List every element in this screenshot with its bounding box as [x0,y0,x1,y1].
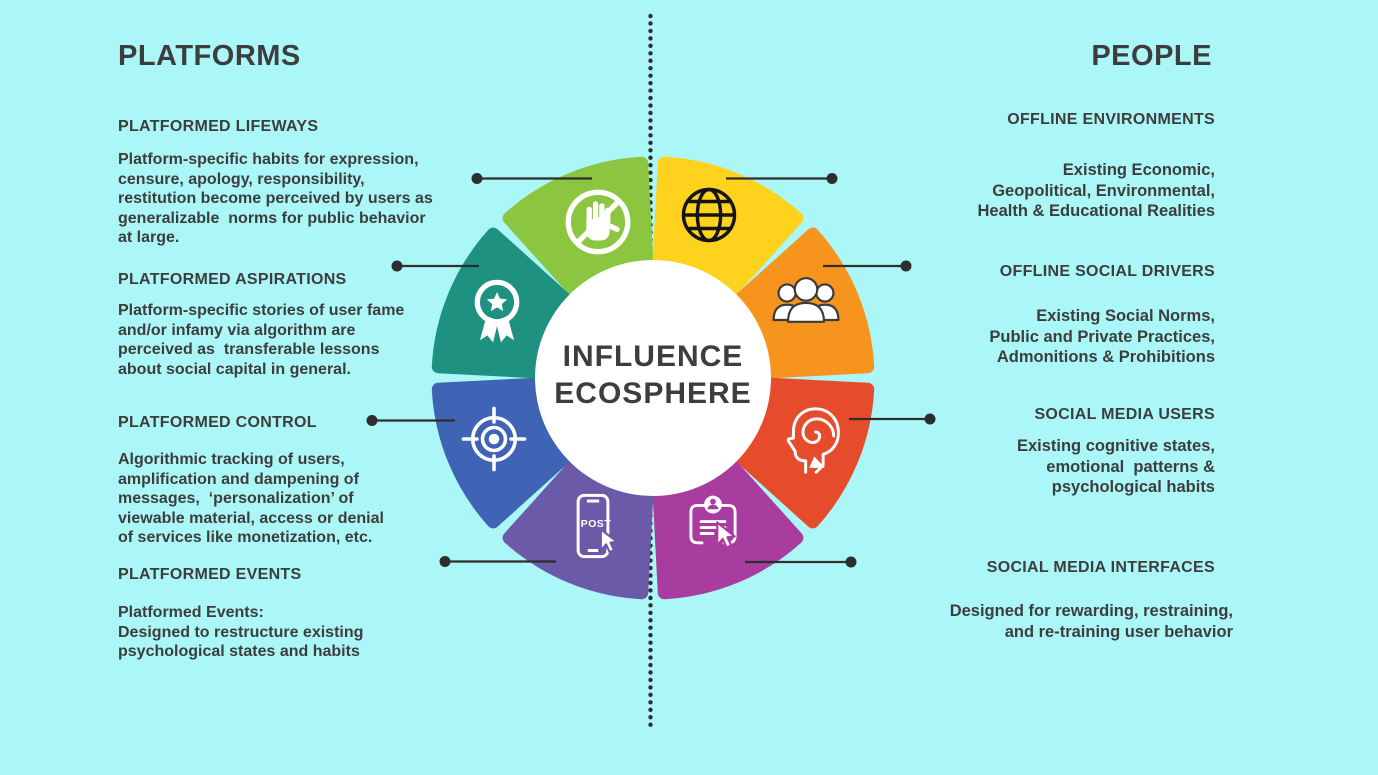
section-heading: PLATFORMED ASPIRATIONS [118,271,347,288]
section-social-media-interfaces: SOCIAL MEDIA INTERFACES Designed for rew… [950,559,1233,642]
connector-dot [471,173,483,185]
section-platformed-events: PLATFORMED EVENTS Platformed Events: Des… [118,566,363,662]
center-title-line1: INFLUENCE [562,340,744,373]
section-body: Platform-specific stories of user fame a… [118,302,405,378]
section-offline-social-drivers: OFFLINE SOCIAL DRIVERS Existing Social N… [989,263,1215,368]
award-ribbon-icon [474,279,520,343]
center-title: INFLUENCE ECOSPHERE [493,338,813,412]
people-title: PEOPLE [1091,40,1212,72]
connector-dot [366,415,378,427]
center-circle [535,260,771,496]
connector-dot [826,173,838,185]
section-body: Platformed Events: Designed to restructu… [118,604,364,660]
cursor-arrow [599,528,619,554]
center-title-line2: ECOSPHERE [554,377,752,410]
head-spiral-icon [786,407,840,474]
section-body: Existing cognitive states, emotional pat… [1016,437,1215,496]
section-heading: PLATFORMED CONTROL [118,414,317,431]
globe-icon [681,187,737,243]
section-body: Designed for rewarding, restraining, and… [949,602,1233,641]
section-heading: OFFLINE ENVIRONMENTS [1007,111,1215,128]
connector-dot [439,555,451,567]
section-platformed-lifeways: PLATFORMED LIFEWAYS Platform-specific ha… [118,118,433,248]
section-body: Existing Economic, Geopolitical, Environ… [977,161,1215,220]
section-heading: PLATFORMED EVENTS [118,566,302,583]
section-platformed-control: PLATFORMED CONTROL Algorithmic tracking … [118,414,384,548]
section-body: Algorithmic tracking of users, amplifica… [118,451,384,546]
avatar [707,498,719,510]
section-heading: OFFLINE SOCIAL DRIVERS [999,263,1215,280]
section-social-media-users: SOCIAL MEDIA USERS Existing cognitive st… [1017,406,1215,498]
no-hand-icon [565,189,631,255]
connector-dot [845,556,857,568]
phone-post-cursor-icon: POST [576,493,619,559]
section-body: Existing Social Norms, Public and Privat… [989,307,1215,366]
section-offline-environments: OFFLINE ENVIRONMENTS Existing Economic, … [978,111,1215,222]
platforms-title: PLATFORMS [118,40,301,72]
post-label: POST [581,518,611,530]
people-group-icon [772,277,840,323]
section-heading: SOCIAL MEDIA INTERFACES [986,559,1215,576]
section-heading: SOCIAL MEDIA USERS [1034,406,1215,423]
target-icon [461,406,527,472]
connector-dot [900,260,912,272]
connector-lines [366,173,936,568]
section-body: Platform-specific habits for expression,… [118,151,433,246]
connector-dot [924,413,936,425]
connector-dot [391,260,403,272]
section-platformed-aspirations: PLATFORMED ASPIRATIONS Platform-specific… [118,271,404,379]
profile-card-cursor-icon [689,495,737,549]
cursor-arrow [716,521,736,549]
section-heading: PLATFORMED LIFEWAYS [118,118,319,135]
